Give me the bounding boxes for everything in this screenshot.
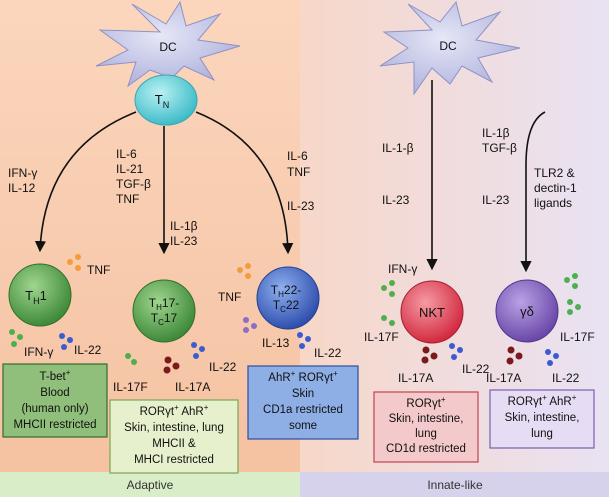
signals-th22: IL-6 TNF IL-23: [287, 149, 315, 213]
th17-cell: TH17- TC17: [132, 279, 196, 343]
svg-text:IL-23: IL-23: [170, 234, 198, 248]
adaptive-label: Adaptive: [127, 478, 174, 492]
svg-text:RORγt+ AhR+: RORγt+ AhR+: [140, 403, 209, 418]
signals-th1: IFN-γ IL-12: [8, 166, 37, 195]
svg-text:IL-1β: IL-1β: [170, 219, 198, 233]
svg-text:T-bet+: T-bet+: [40, 368, 71, 383]
svg-text:IL-12: IL-12: [8, 181, 36, 195]
th1-cytokines: TNF IFN-γ IL-22: [9, 254, 110, 359]
svg-text:Skin, intestine, lung: Skin, intestine, lung: [124, 422, 224, 434]
svg-text:IL-17F: IL-17F: [364, 330, 399, 344]
svg-text:TGF-β: TGF-β: [116, 177, 151, 191]
svg-text:IL-23: IL-23: [382, 193, 410, 207]
svg-text:some: some: [289, 420, 317, 432]
th17-cytokines: IL-22 IL-17F IL-17A: [113, 342, 237, 394]
svg-text:IL-22: IL-22: [462, 362, 490, 376]
svg-text:TNF: TNF: [116, 192, 139, 206]
arrow-to-th1: [34, 111, 137, 253]
svg-text:MHCII &: MHCII &: [152, 438, 196, 450]
nkt-cytokines: IFN-γ IL-17F IL-17A IL-22: [364, 262, 490, 385]
svg-text:MHCII restricted: MHCII restricted: [13, 419, 96, 431]
innate-label: Innate-like: [427, 478, 483, 492]
th1-cell: TH1: [8, 263, 72, 327]
svg-text:ligands: ligands: [534, 196, 572, 210]
th22-cytokines: TNF IL-13 IL-22: [218, 263, 342, 360]
svg-text:IL-23: IL-23: [287, 199, 315, 213]
dendritic-cell-right: DC: [379, 0, 521, 96]
gamma-delta-cell: γδ: [495, 279, 559, 343]
svg-text:CD1d restricted: CD1d restricted: [386, 443, 466, 455]
svg-text:lung: lung: [415, 428, 437, 440]
svg-text:IL-6: IL-6: [287, 149, 308, 163]
svg-text:(human only): (human only): [21, 403, 88, 415]
svg-text:IFN-γ: IFN-γ: [24, 345, 53, 359]
adaptive-bar: [0, 472, 300, 497]
svg-text:IFN-γ: IFN-γ: [388, 262, 417, 276]
innate-bar: [300, 472, 609, 497]
svg-text:TH1: TH1: [25, 288, 47, 306]
dendritic-cell-left: DC: [95, 0, 241, 88]
dc-left-label: DC: [159, 40, 177, 54]
svg-text:TC17: TC17: [151, 311, 178, 327]
gamma-delta-cytokines: IL-17F IL-17A IL-22: [486, 273, 595, 385]
signals-th17: IL-6 IL-21 TGF-β TNF IL-1β IL-23: [116, 147, 198, 248]
nkt-cell: NKT: [400, 280, 464, 344]
svg-text:MHCI restricted: MHCI restricted: [134, 454, 214, 466]
svg-text:IL-22: IL-22: [314, 346, 342, 360]
naive-t-cell: TN: [134, 74, 198, 126]
svg-text:NKT: NKT: [419, 305, 445, 320]
svg-text:IL-1β: IL-1β: [482, 126, 510, 140]
svg-text:IL-17F: IL-17F: [113, 380, 148, 394]
svg-text:Skin, intestine,: Skin, intestine,: [389, 413, 464, 425]
svg-text:TNF: TNF: [287, 165, 310, 179]
th1-info-box: T-bet+ Blood (human only) MHCII restrict…: [2, 363, 108, 438]
svg-text:IL-22: IL-22: [552, 371, 580, 385]
svg-text:Blood: Blood: [40, 387, 69, 399]
svg-text:IL-13: IL-13: [262, 336, 290, 350]
svg-text:IL-23: IL-23: [482, 193, 510, 207]
svg-text:γδ: γδ: [520, 304, 534, 319]
svg-text:TN: TN: [155, 92, 169, 110]
svg-text:IFN-γ: IFN-γ: [8, 166, 37, 180]
signals-nkt: IL-1-β IL-23: [382, 141, 414, 207]
th22-cell: TH22- TC22: [256, 266, 320, 330]
svg-text:AhR+ RORγt+: AhR+ RORγt+: [268, 369, 338, 384]
th17-info-box: RORγt+ AhR+ Skin, intestine, lung MHCII …: [109, 399, 239, 474]
svg-text:CD1a restricted: CD1a restricted: [263, 404, 343, 416]
svg-text:IL-17F: IL-17F: [560, 330, 595, 344]
svg-text:Skin, intestine,: Skin, intestine,: [505, 412, 580, 424]
gamma-delta-info-box: RORγt+ AhR+ Skin, intestine, lung: [489, 389, 595, 449]
svg-text:TLR2 &: TLR2 &: [534, 166, 575, 180]
svg-text:IL-17A: IL-17A: [398, 371, 433, 385]
svg-text:IL-17A: IL-17A: [486, 371, 521, 385]
svg-text:IL-1-β: IL-1-β: [382, 141, 414, 155]
svg-text:TH17-: TH17-: [149, 296, 179, 312]
svg-text:RORγt+: RORγt+: [406, 395, 446, 410]
svg-text:lung: lung: [531, 428, 553, 440]
svg-text:TC22: TC22: [273, 298, 300, 314]
svg-text:IL-17A: IL-17A: [175, 380, 210, 394]
svg-text:IL-21: IL-21: [116, 162, 144, 176]
dc-right-label: DC: [439, 39, 457, 53]
svg-text:dectin-1: dectin-1: [534, 181, 577, 195]
arrow-to-gd: [520, 111, 546, 273]
th22-info-box: AhR+ RORγt+ Skin CD1a restricted some: [247, 365, 359, 440]
svg-text:IL-22: IL-22: [74, 343, 102, 357]
nkt-info-box: RORγt+ Skin, intestine, lung CD1d restri…: [373, 391, 479, 463]
svg-text:TNF: TNF: [87, 263, 110, 277]
svg-text:IL-6: IL-6: [116, 147, 137, 161]
svg-text:TH22-: TH22-: [271, 283, 301, 299]
svg-text:TNF: TNF: [218, 290, 241, 304]
signals-gd: IL-1β TGF-β IL-23 TLR2 & dectin-1 ligand…: [482, 126, 577, 210]
svg-text:IL-22: IL-22: [209, 360, 237, 374]
svg-text:TGF-β: TGF-β: [482, 141, 517, 155]
svg-text:RORγt+ AhR+: RORγt+ AhR+: [508, 393, 577, 408]
svg-text:Skin: Skin: [292, 388, 314, 400]
arrow-to-th22: [195, 111, 294, 255]
